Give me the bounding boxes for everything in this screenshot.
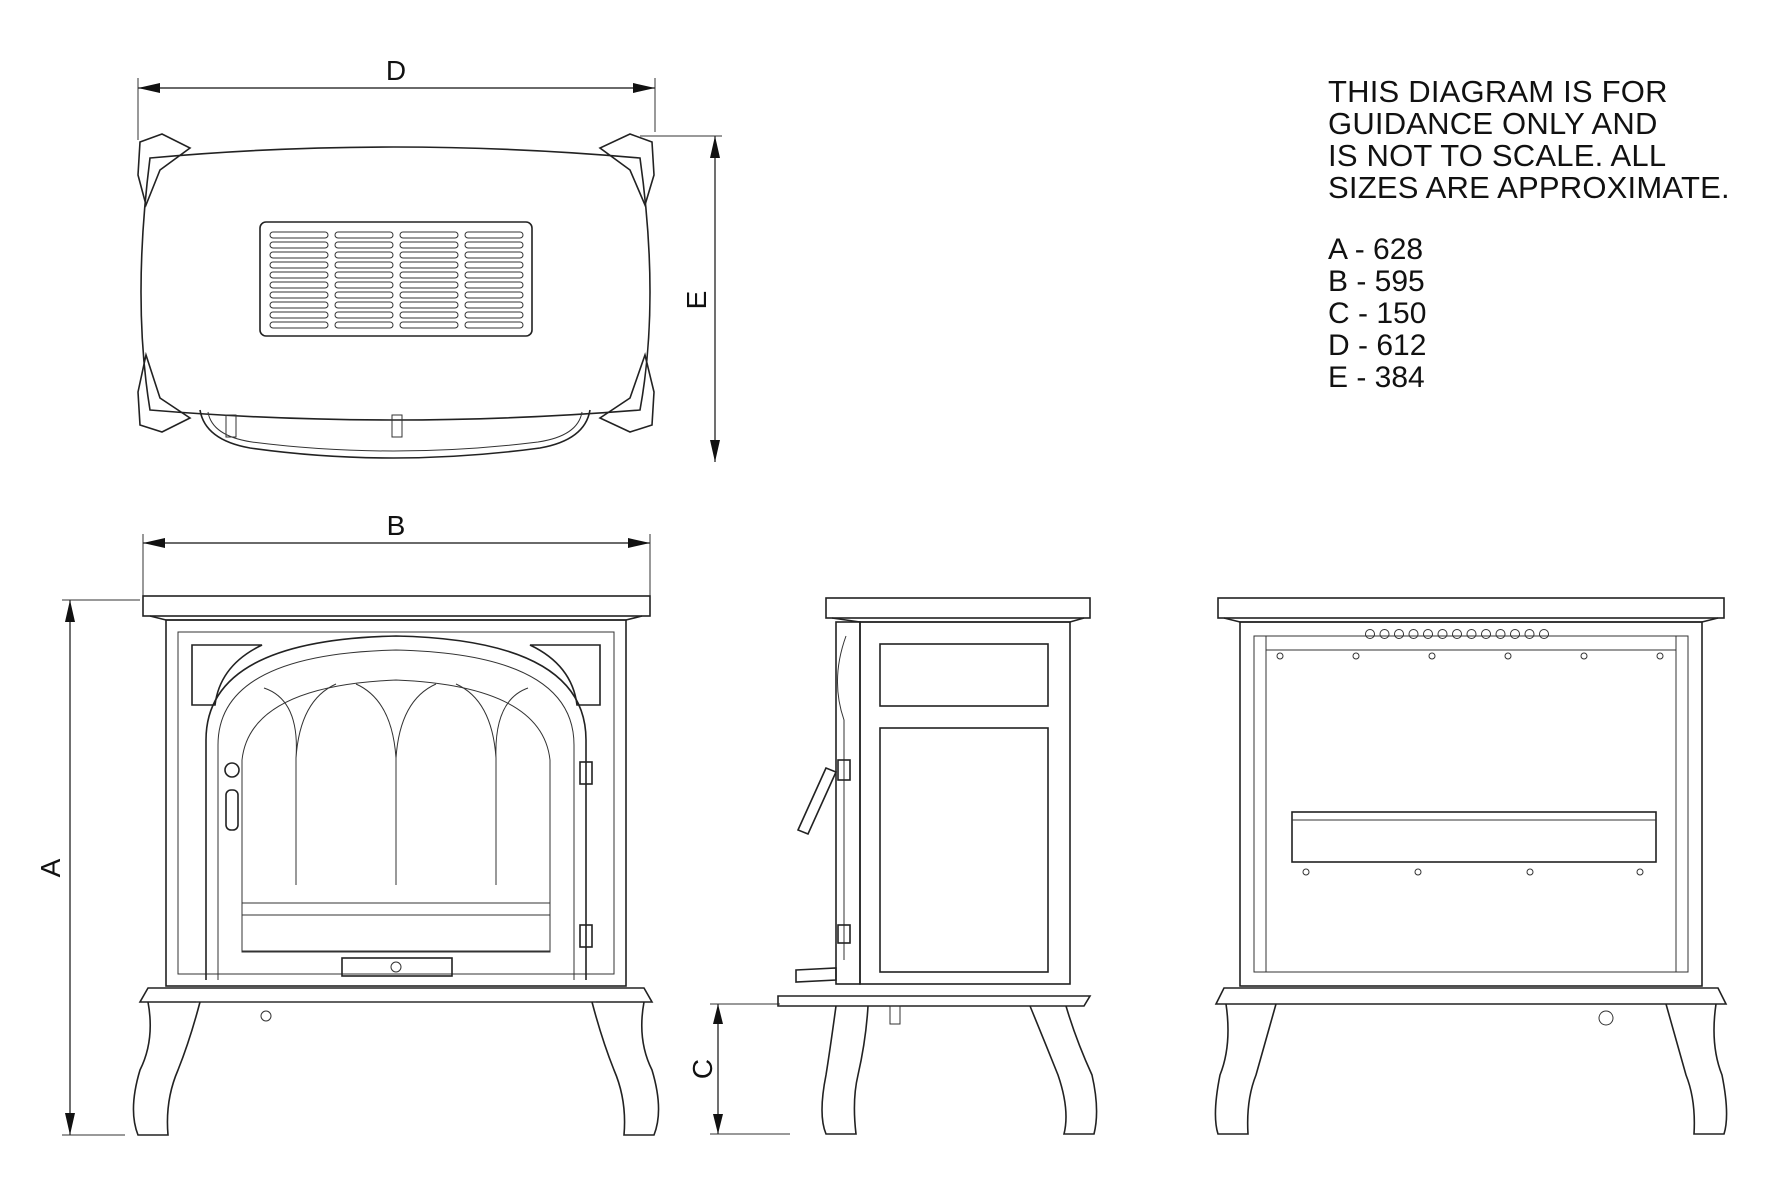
vent-hole (1510, 629, 1520, 639)
note-line: GUIDANCE ONLY AND (1328, 106, 1658, 141)
dimension-a-label: A (35, 858, 66, 877)
grille-slot (399, 271, 459, 279)
grille-slot (269, 251, 329, 259)
vent-hole (1524, 629, 1535, 639)
vent-hole (1408, 629, 1419, 639)
vent-hole (1539, 629, 1549, 639)
grille-slot (464, 251, 524, 259)
dimension-c-label: C (687, 1059, 718, 1079)
rivet (1276, 652, 1284, 660)
vent-hole (1466, 629, 1477, 639)
vent-hole (1452, 629, 1462, 639)
dimension-d-text: D - 612 (1328, 329, 1427, 362)
dimension-b-label: B (387, 510, 406, 541)
dimension-b: B (142, 510, 651, 596)
grille-slot (399, 241, 459, 249)
grille-slot (334, 321, 394, 329)
grille-slot (464, 281, 524, 289)
vent-hole (1495, 629, 1506, 639)
grille-slot (399, 321, 459, 329)
grille-slot (334, 301, 394, 309)
dimension-d-label: D (386, 55, 406, 86)
grille-slot (464, 291, 524, 299)
rivet (1656, 652, 1664, 660)
grille-slot (399, 301, 459, 309)
side-view: C (687, 597, 1098, 1135)
rivet (1526, 868, 1534, 876)
dimension-a-text: A - 628 (1328, 233, 1424, 266)
rivet (1636, 868, 1644, 876)
grille-slot (399, 281, 459, 289)
vent-hole (1379, 629, 1390, 639)
top-view: D E (137, 55, 722, 462)
grille-slot (269, 291, 329, 299)
dimension-list: A - 628 B - 595 C - 150 D - 612 E - 384 (1328, 234, 1748, 394)
grille-slot (269, 321, 329, 329)
front-view: B A (35, 510, 660, 1136)
vent-hole (1437, 629, 1448, 639)
dimension-e-label: E (681, 291, 712, 310)
grille-slot (464, 321, 524, 329)
dimension-a: A (35, 599, 140, 1136)
grille-slot (269, 311, 329, 319)
vent-hole (1365, 629, 1375, 639)
grille-slot (464, 311, 524, 319)
grille-slot (269, 231, 329, 239)
grille-slot (464, 261, 524, 269)
note-line: IS NOT TO SCALE. ALL (1328, 138, 1667, 173)
rivet (1414, 868, 1422, 876)
dimension-d: D (137, 55, 656, 140)
grille-slot (399, 291, 459, 299)
rivet (1504, 652, 1512, 660)
note-line: THIS DIAGRAM IS FOR (1328, 74, 1668, 109)
vent-hole (1394, 629, 1404, 639)
rivet (1428, 652, 1436, 660)
grille-slot (399, 231, 459, 239)
note-line: SIZES ARE APPROXIMATE. (1328, 170, 1730, 205)
guidance-notes: THIS DIAGRAM IS FOR GUIDANCE ONLY AND IS… (1328, 76, 1748, 394)
rivet (1352, 652, 1360, 660)
grille-slot (399, 251, 459, 259)
grille-slot (334, 241, 394, 249)
dimension-c-text: C - 150 (1328, 297, 1427, 330)
dimension-c: C (687, 1003, 790, 1135)
grille-slot (334, 271, 394, 279)
grille-slot (334, 231, 394, 239)
vent-hole (1423, 629, 1433, 639)
vent-hole (1481, 629, 1491, 639)
grille-slot (334, 291, 394, 299)
dimension-e: E (640, 135, 722, 462)
grille-slot (269, 241, 329, 249)
grille-slot (334, 311, 394, 319)
grille-slot (269, 271, 329, 279)
grille-slot (464, 271, 524, 279)
grille-slot (334, 251, 394, 259)
dimension-b-text: B - 595 (1328, 265, 1425, 298)
grille-slot (269, 281, 329, 289)
dimension-e-text: E - 384 (1328, 361, 1425, 394)
rivet (1580, 652, 1588, 660)
grille-slot (269, 301, 329, 309)
top-grille (259, 221, 533, 337)
grille-slot (399, 261, 459, 269)
grille-slot (464, 241, 524, 249)
rear-view (1214, 597, 1728, 1135)
grille-slot (334, 281, 394, 289)
grille-slot (269, 261, 329, 269)
rivet (1302, 868, 1310, 876)
grille-slot (399, 311, 459, 319)
grille-slot (464, 231, 524, 239)
grille-slot (334, 261, 394, 269)
grille-slot (464, 301, 524, 309)
